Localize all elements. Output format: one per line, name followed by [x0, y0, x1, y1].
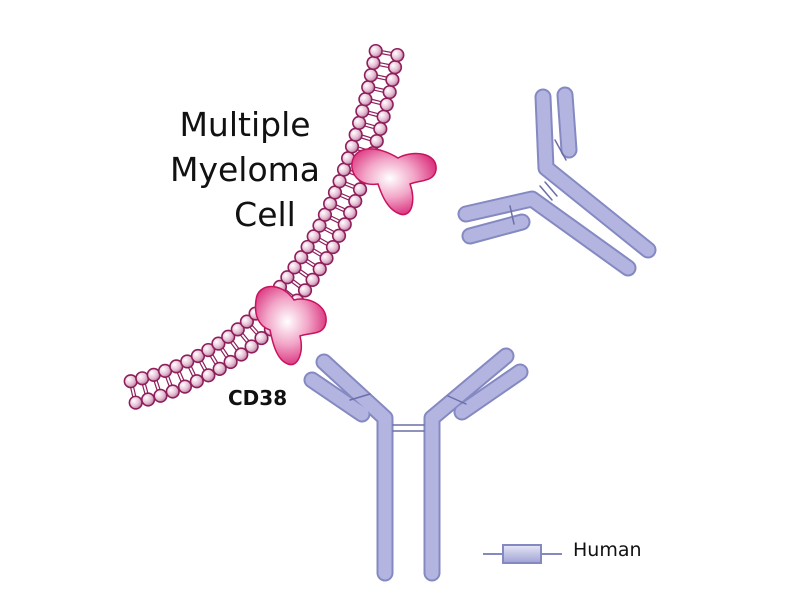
lipid-tail — [311, 248, 323, 257]
lipid-head — [230, 322, 245, 337]
lipid-head — [368, 43, 383, 59]
lipid-tail — [376, 74, 387, 81]
lipid-tail — [317, 237, 329, 246]
lipid-tail — [249, 324, 260, 335]
lipid-tail — [339, 192, 351, 201]
lipid-tail — [323, 226, 335, 235]
lipid-head — [141, 392, 156, 407]
lipid-head — [306, 229, 321, 244]
lipid-head — [239, 314, 254, 329]
lipid-tail — [130, 386, 137, 398]
lipid-tail — [329, 215, 341, 224]
lipid-head — [244, 339, 259, 354]
lipid-head — [297, 283, 313, 298]
lipid-tail — [344, 181, 356, 190]
lipid-head — [234, 347, 249, 362]
lipid-head — [366, 55, 381, 71]
lipid-head — [319, 251, 334, 266]
lipid-tail — [290, 279, 302, 289]
lipid-tail — [153, 379, 161, 391]
lipid-head — [128, 395, 143, 410]
lipid-head — [300, 239, 315, 255]
lipid-tail — [209, 354, 219, 365]
lipid-head — [348, 193, 363, 209]
lipid-head — [382, 85, 397, 100]
lipid-tail — [378, 62, 390, 69]
lipid-tail — [305, 258, 316, 268]
lipid-head — [201, 342, 216, 358]
lipid-tail — [165, 375, 173, 387]
lipid-tail — [381, 50, 392, 57]
cell-label: Multiple Myeloma Cell — [140, 102, 350, 237]
legend-human-symbol — [483, 544, 562, 564]
lipid-head — [352, 115, 367, 131]
lipid-head — [212, 361, 227, 377]
legend-label: Human — [573, 539, 642, 561]
lipid-head — [355, 103, 370, 119]
lipid-head — [376, 109, 391, 124]
cell-label-line2: Myeloma — [169, 150, 321, 189]
lipid-head — [348, 127, 363, 142]
antibody-bottom — [303, 347, 529, 582]
lipid-head — [211, 336, 226, 351]
cd38-receptor-lower — [254, 285, 327, 366]
lipid-head — [190, 348, 206, 364]
lipid-tail — [364, 122, 376, 130]
lipid-head — [153, 388, 168, 403]
lipid-head — [337, 217, 352, 232]
lipid-tail — [176, 371, 185, 382]
lipid-tail — [230, 340, 240, 351]
cd38-receptor-upper — [351, 148, 437, 216]
lipid-head — [294, 250, 309, 265]
lipid-head — [343, 205, 358, 220]
cell-label-line1: Multiple — [179, 105, 311, 144]
lipid-head — [177, 379, 193, 394]
lipid-head — [201, 368, 216, 383]
lipid-tail — [198, 360, 208, 372]
lipid-head — [312, 218, 327, 233]
lipid-tail — [373, 86, 385, 93]
lipid-tail — [141, 383, 149, 395]
lipid-head — [363, 68, 379, 83]
cd38-label: CD38 — [228, 386, 288, 410]
lipid-tail — [239, 332, 250, 344]
antibody-top-right — [457, 86, 657, 277]
lipid-head — [379, 97, 394, 112]
lipid-head — [390, 47, 405, 63]
lipid-head — [221, 329, 236, 344]
lipid-head — [361, 80, 376, 95]
lipid-head — [189, 374, 204, 389]
lipid-head — [165, 384, 180, 399]
lipid-head — [373, 121, 388, 136]
lipid-head — [280, 270, 295, 285]
lipid-head — [325, 239, 341, 255]
lipid-tail — [367, 110, 379, 118]
lipid-head — [387, 60, 403, 75]
lipid-tail — [219, 347, 230, 359]
lipid-head — [254, 330, 269, 346]
lipid-head — [287, 260, 302, 275]
lipid-head — [352, 182, 368, 197]
lipid-tail — [360, 134, 372, 142]
lipid-head — [312, 262, 327, 277]
lipid-head — [331, 228, 347, 243]
lipid-head — [369, 133, 384, 149]
lipid-tail — [370, 98, 382, 106]
lipid-head — [123, 374, 138, 389]
lipid-head — [305, 272, 320, 287]
lipid-tail — [187, 365, 197, 377]
lipid-head — [358, 92, 373, 107]
lipid-head — [223, 354, 238, 370]
cell-label-line3: Cell — [234, 195, 296, 234]
lipid-tail — [298, 269, 309, 279]
lipid-head — [385, 72, 400, 87]
lipid-head — [135, 371, 150, 386]
lipid-tail — [334, 204, 346, 213]
